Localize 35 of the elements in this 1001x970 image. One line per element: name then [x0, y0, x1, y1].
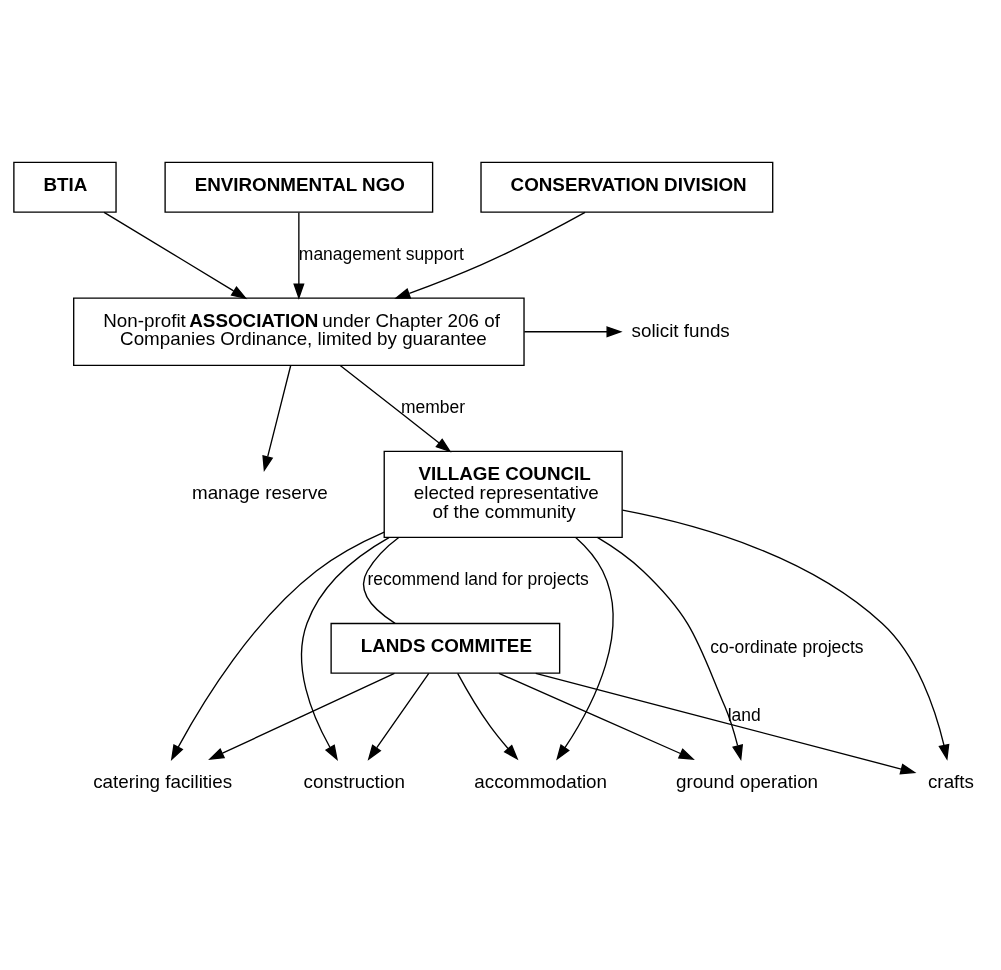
edge-label: co-ordinate projects	[710, 636, 864, 657]
connector	[363, 536, 400, 624]
node-text: accommodation	[474, 771, 607, 793]
edge-label: management support	[298, 243, 464, 264]
arrow	[208, 672, 396, 760]
node-text: solicit funds	[631, 319, 730, 341]
arrow	[103, 211, 248, 300]
node-text: manage reserve	[191, 482, 328, 504]
node-text: catering facilities	[93, 771, 233, 793]
node-text: crafts	[927, 771, 974, 793]
arrow	[556, 536, 614, 761]
arrow	[498, 672, 695, 760]
arrow	[300, 537, 390, 761]
arrow	[262, 364, 292, 472]
node-box: CONSERVATION DIVISION	[480, 161, 774, 213]
arrow	[367, 672, 430, 761]
arrow	[293, 212, 305, 300]
edge-label: recommend land for projects	[367, 569, 589, 590]
edge-label: member	[401, 396, 466, 417]
arrow	[457, 672, 519, 761]
arrow	[339, 364, 452, 453]
node-box: LANDS COMMITEE	[330, 622, 561, 674]
arrow	[394, 211, 586, 299]
node-box: BTIA	[13, 161, 117, 213]
node-box: Non-profit ASSOCIATION under Chapter 206 of Companies Ordinance, limited by guarantee	[73, 297, 525, 367]
node-text: construction	[303, 771, 405, 793]
edge-label: land	[727, 704, 761, 725]
arrow	[170, 531, 385, 761]
node-text: ground operation	[675, 771, 819, 793]
node-box: VILLAGE COUNCIL elected representative of the community	[383, 450, 623, 539]
node-box: ENVIRONMENTAL NGO	[164, 161, 434, 213]
arrow	[621, 509, 950, 761]
arrow	[596, 536, 744, 762]
arrow	[535, 672, 917, 775]
arrow	[523, 326, 623, 338]
